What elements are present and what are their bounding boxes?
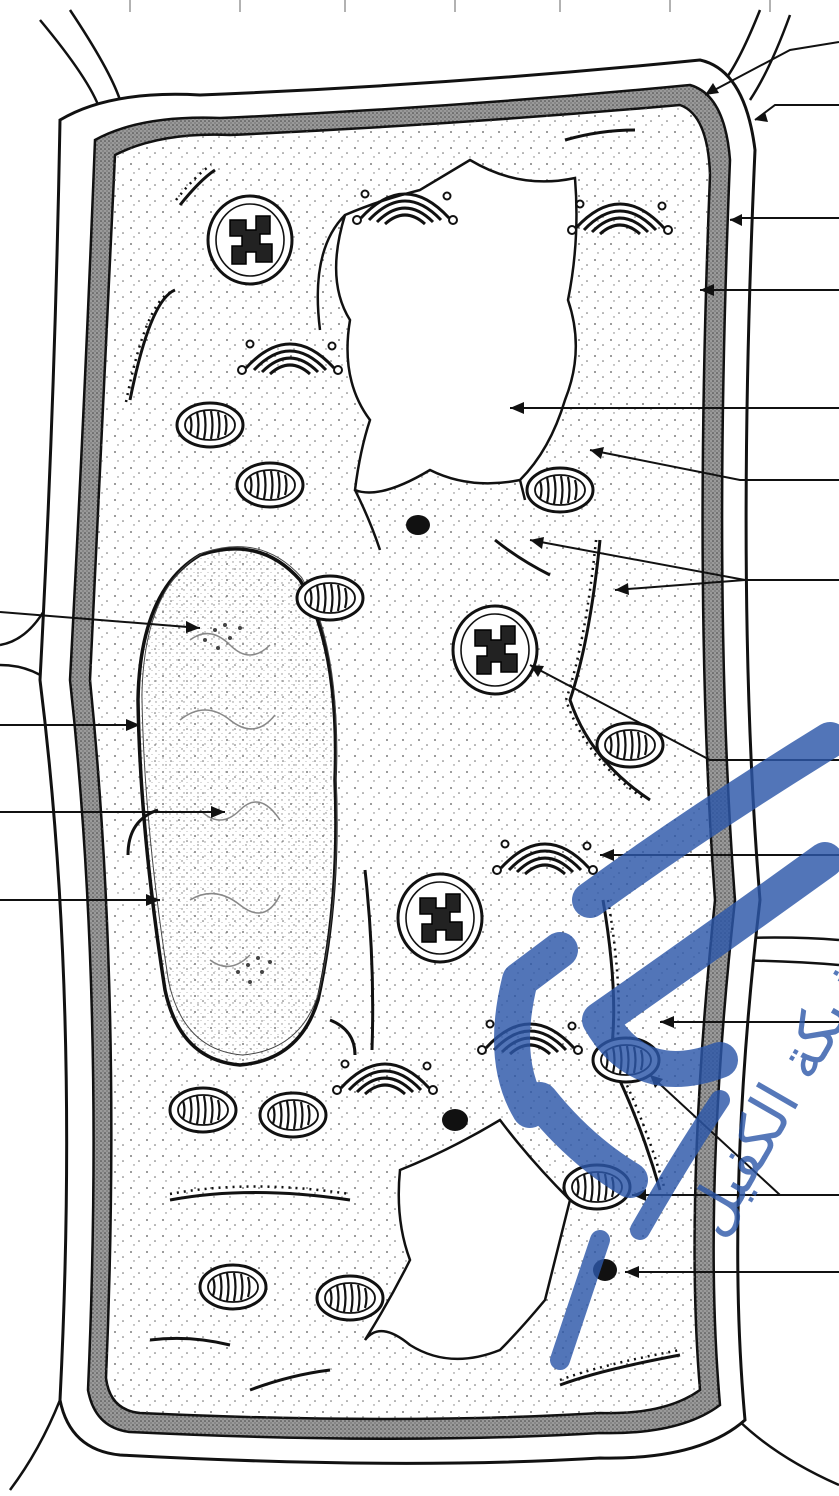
- mitochondrion: [317, 1276, 383, 1320]
- mitochondrion: [200, 1265, 266, 1309]
- central-vacuole-upper: [336, 160, 576, 493]
- chloroplast: [208, 196, 292, 284]
- mitochondrion: [177, 403, 243, 447]
- chloroplast: [453, 606, 537, 694]
- mitochondrion: [260, 1093, 326, 1137]
- top-ruler: [130, 0, 770, 12]
- mitochondrion: [297, 576, 363, 620]
- mitochondrion: [527, 468, 593, 512]
- mitochondrion: [170, 1088, 236, 1132]
- nucleus: [138, 547, 337, 1065]
- mitochondrion: [237, 463, 303, 507]
- chloroplast: [398, 874, 482, 962]
